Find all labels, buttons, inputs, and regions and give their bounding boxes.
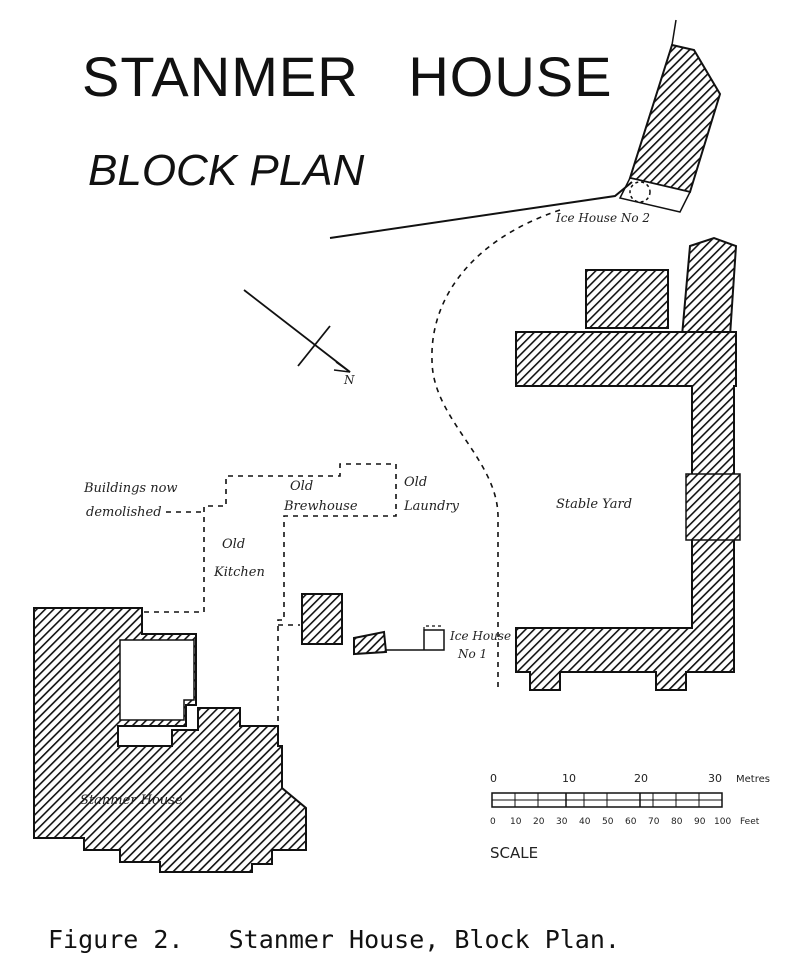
scale-feet-tick-80: 80 [671, 817, 683, 827]
scale-metres-tick-20: 20 [634, 772, 648, 785]
old-laundry-label-1: Old [404, 475, 427, 490]
scale-metres-tick-10: 10 [562, 772, 576, 785]
ice-house-1-label-a: Ice House [449, 629, 511, 643]
stanmer-house-label: Stanmer House [80, 793, 183, 808]
wall-fragment [353, 630, 388, 656]
north-label: N [343, 373, 355, 387]
north-arrow: N [243, 289, 355, 387]
scale-feet-unit: Feet [740, 817, 760, 827]
old-brewhouse-label-2: Brewhouse [283, 499, 358, 514]
plan-subtitle: BLOCK PLAN [88, 146, 365, 195]
boundary-line [329, 181, 633, 239]
scale-label: SCALE [490, 844, 538, 862]
stable-block [515, 236, 741, 691]
scale-feet-tick-50: 50 [602, 817, 614, 827]
old-laundry-label-2: Laundry [403, 499, 460, 514]
ice-house-1-label-b: No 1 [457, 647, 487, 661]
buildings-demolished-label-1: Buildings now [83, 481, 178, 496]
scale-feet-tick-30: 30 [556, 817, 568, 827]
old-brewhouse-label-1: Old [290, 479, 313, 494]
scale-feet-tick-40: 40 [579, 817, 591, 827]
scale-feet-tick-70: 70 [648, 817, 660, 827]
stable-yard-label: Stable Yard [556, 497, 632, 512]
scale-feet-tick-90: 90 [694, 817, 706, 827]
scale-feet-tick-100: 100 [714, 817, 731, 827]
ice-house-1-block [386, 625, 445, 651]
ice-house-2-block [618, 19, 722, 213]
stanmer-house-block [33, 607, 307, 873]
scale-bar: 0 10 20 30 Metres 0 10 20 30 40 50 60 70… [490, 772, 770, 862]
scale-metres-tick-0: 0 [490, 772, 497, 785]
old-kitchen-label-1: Old [222, 537, 245, 552]
scale-metres-tick-30: 30 [708, 772, 722, 785]
scale-feet-tick-20: 20 [533, 817, 545, 827]
small-block [301, 593, 343, 645]
scale-feet-tick-60: 60 [625, 817, 637, 827]
stanmer-house-courtyard [119, 639, 195, 721]
scale-feet-tick-0: 0 [490, 817, 496, 827]
ice-house-2-label: Ice House No 2 [555, 211, 650, 225]
buildings-demolished-label-2: demolished [86, 505, 162, 520]
figure-caption: Figure 2. Stanmer House, Block Plan. [48, 925, 620, 954]
plan-title: STANMER HOUSE [82, 45, 613, 108]
scale-metres-unit: Metres [736, 774, 770, 785]
old-kitchen-label-2: Kitchen [213, 565, 265, 580]
dashed-path [431, 209, 561, 690]
scale-feet-tick-10: 10 [510, 817, 522, 827]
